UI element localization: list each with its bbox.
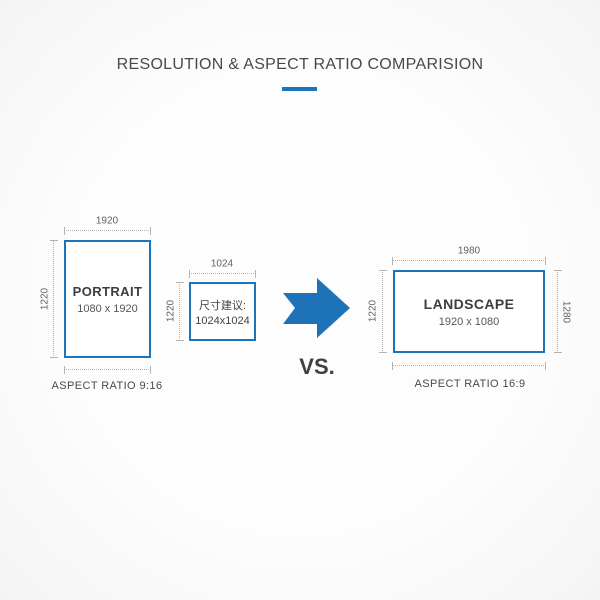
portrait-width-dim-line — [64, 227, 151, 235]
landscape-width-dim-label: 1980 — [457, 245, 481, 257]
suggestion-box-caption: 尺寸建议: — [198, 299, 247, 312]
portrait-box-resolution: 1080 x 1920 — [77, 302, 138, 315]
portrait-height-dim-label: 1220 — [39, 287, 51, 311]
landscape-right-dim-line — [554, 270, 562, 353]
landscape-box-resolution: 1920 x 1080 — [438, 315, 500, 328]
suggestion-box-resolution: 1024x1024 — [195, 314, 250, 327]
portrait-bottom-dim-line — [64, 366, 151, 374]
landscape-aspect-ratio-label: ASPECT RATIO 16:9 — [414, 378, 526, 390]
portrait-box-label: PORTRAIT — [72, 283, 143, 299]
suggestion-width-dim-label: 1024 — [210, 258, 234, 270]
landscape-left-dim-line — [379, 270, 387, 353]
landscape-box: LANDSCAPE 1920 x 1080 — [393, 270, 545, 353]
landscape-bottom-dim-line — [392, 362, 546, 370]
suggestion-height-dim-label: 1220 — [165, 299, 177, 323]
portrait-width-dim-label: 1920 — [95, 215, 119, 227]
right-arrow-icon — [282, 276, 352, 340]
landscape-box-label: LANDSCAPE — [423, 295, 515, 312]
portrait-aspect-ratio-label: ASPECT RATIO 9:16 — [51, 380, 163, 392]
suggestion-width-dim-line — [189, 270, 256, 278]
landscape-left-dim-label: 1220 — [367, 299, 379, 323]
landscape-width-dim-line — [392, 257, 546, 265]
page-title: RESOLUTION & ASPECT RATIO COMPARISION — [116, 56, 484, 73]
landscape-right-dim-label: 1280 — [560, 300, 572, 324]
portrait-box: PORTRAIT 1080 x 1920 — [64, 240, 151, 358]
portrait-height-dim-line — [50, 240, 58, 358]
suggestion-box: 尺寸建议: 1024x1024 — [189, 282, 256, 341]
title-accent-bar — [282, 87, 317, 91]
suggestion-height-dim-line — [176, 282, 184, 341]
vs-label: VS. — [299, 354, 335, 379]
